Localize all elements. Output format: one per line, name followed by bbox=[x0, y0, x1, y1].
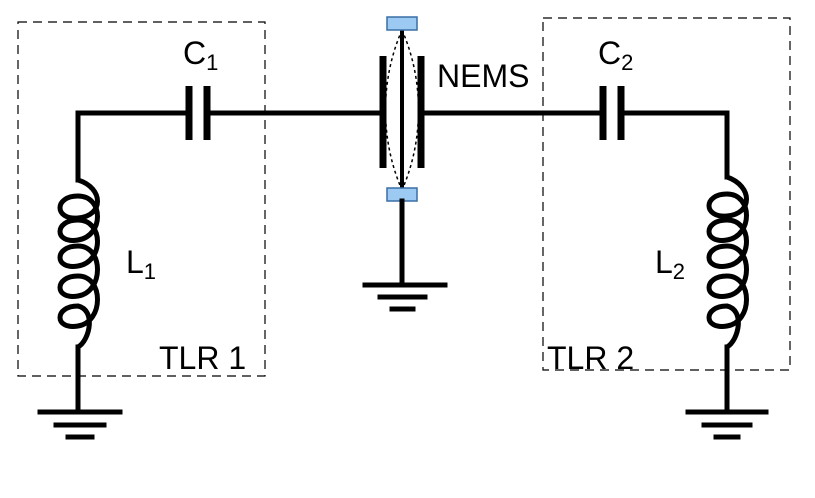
tlr1-box bbox=[17, 21, 266, 377]
left-branch bbox=[75, 110, 385, 413]
inductor-l2 bbox=[706, 174, 749, 350]
ground-right bbox=[685, 409, 769, 440]
label-nems: NEMS bbox=[437, 58, 529, 94]
inductor-l1 bbox=[57, 177, 100, 350]
ground-left bbox=[37, 409, 123, 440]
label-l1: L1 bbox=[126, 244, 156, 284]
nems-anchor-top bbox=[386, 16, 418, 31]
right-branch bbox=[425, 110, 730, 413]
label-c2: C2 bbox=[598, 35, 633, 75]
ground-center bbox=[362, 282, 448, 312]
tlr2-box bbox=[542, 17, 791, 371]
label-c1: C1 bbox=[183, 35, 218, 75]
capacitor-c2 bbox=[599, 86, 625, 140]
nems-device bbox=[379, 16, 431, 286]
label-tlr1: TLR 1 bbox=[159, 340, 246, 376]
label-l2: L2 bbox=[655, 244, 685, 284]
label-tlr2: TLR 2 bbox=[547, 340, 634, 376]
capacitor-c1 bbox=[185, 86, 211, 140]
